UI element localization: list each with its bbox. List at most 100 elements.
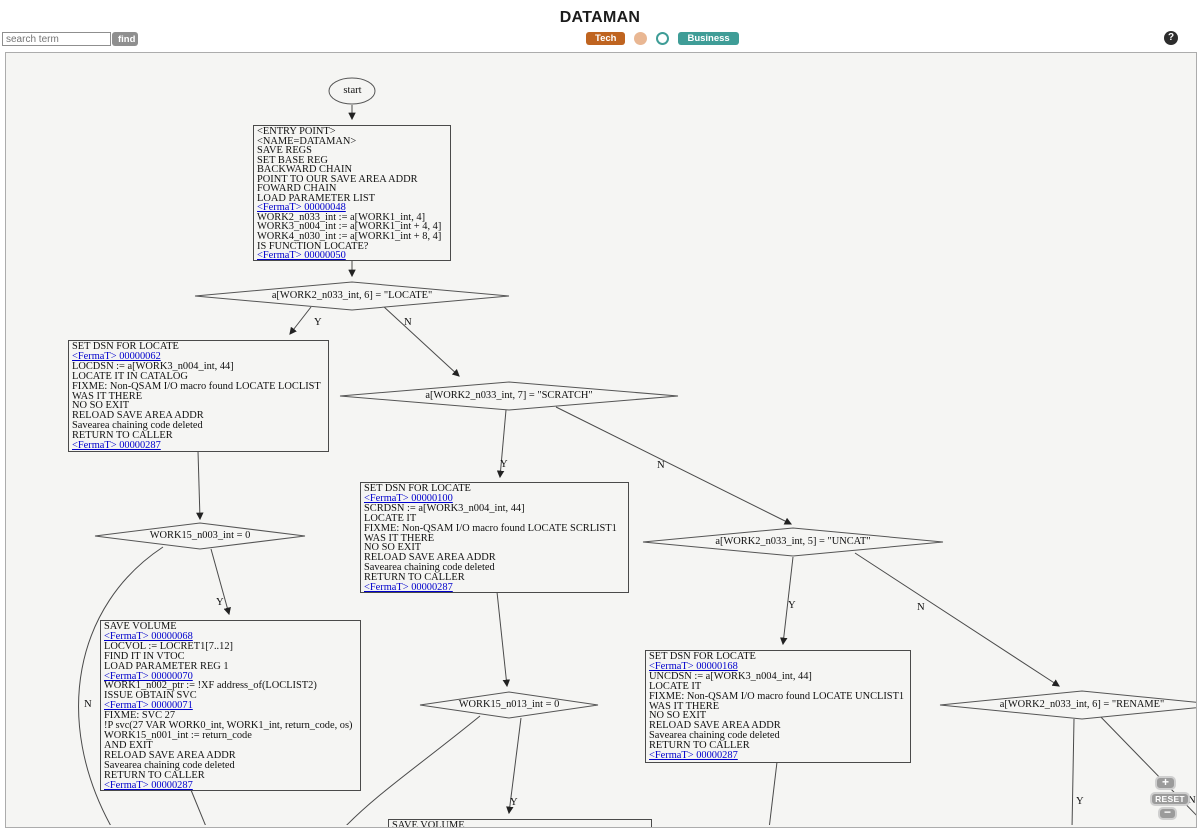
search-input[interactable] [2, 32, 111, 46]
edge-label-rename-yes: Y [1076, 796, 1084, 807]
flow-box-uncdsn: SET DSN FOR LOCATE <FermaT> 00000168 UNC… [645, 650, 911, 763]
box-line: IS FUNCTION LOCATE? [257, 240, 369, 252]
diamond-label-uncat: a[WORK2_n033_int, 5] = "UNCAT" [715, 536, 871, 547]
edge-label-n003-no: N [84, 699, 92, 710]
box-line: LOCVOL := LOCRET1[7..12] [104, 640, 233, 652]
box-line: LOAD PARAMETER LIST [257, 192, 375, 204]
edge-locate-yes [289, 306, 312, 335]
find-button[interactable]: find [112, 32, 138, 46]
box-line: LOCATE IT IN CATALOG [72, 370, 188, 382]
flowchart-stage: start a[WORK2_n033_int, 6] = "LOCATE" a[… [6, 53, 1196, 827]
box-line: !P svc(27 VAR WORK0_int, WORK1_int, retu… [104, 720, 353, 732]
edge-scratch-yes [496, 409, 507, 479]
box-line: RETURN TO CALLER [72, 430, 173, 442]
edge-scrdsn-n013 [496, 591, 511, 688]
box-line: FIXME: Non-QSAM I/O macro found LOCATE S… [364, 522, 617, 534]
edge-n013-out-curve [346, 715, 481, 825]
box-line: LOCATE IT [649, 680, 702, 692]
box-line: FIXME: Non-QSAM I/O macro found LOCATE L… [72, 380, 321, 392]
flow-box-entry: <ENTRY POINT> <NAME=DATAMAN> SAVE REGS S… [253, 125, 451, 261]
edge-n013-yes [506, 717, 522, 815]
box-line: <NAME=DATAMAN> [257, 135, 357, 147]
box-line: Savearea chaining code deleted [364, 562, 495, 574]
box-line: UNCDSN := a[WORK3_n004_int, 44] [649, 670, 812, 682]
edge-label-locate-no: N [404, 317, 412, 328]
help-icon[interactable]: ? [1164, 31, 1178, 45]
box-line: RELOAD SAVE AREA ADDR [649, 720, 781, 732]
flowchart-edges [78, 77, 1196, 825]
edge-n003-no-curve [78, 546, 164, 825]
decision-diamond-scratch [339, 381, 679, 411]
box-line: WAS IT THERE [72, 390, 143, 402]
edge-uncdsn-out [768, 761, 778, 825]
diamond-label-rename: a[WORK2_n033_int, 6] = "RENAME" [999, 699, 1165, 710]
fermat-link[interactable]: <FermaT> 00000287 [364, 582, 453, 593]
decision-diamond-locate [194, 281, 510, 311]
business-radio[interactable] [656, 31, 670, 45]
fermat-link[interactable]: <FermaT> 00000062 [72, 350, 161, 362]
box-line: SET DSN FOR LOCATE [72, 341, 179, 352]
fermat-link[interactable]: <FermaT> 00000100 [364, 492, 453, 504]
box-line: NO SO EXIT [649, 710, 707, 722]
box-line: RELOAD SAVE AREA ADDR [72, 410, 204, 422]
box-line: FIXME: Non-QSAM I/O macro found LOCATE U… [649, 690, 905, 702]
fermat-link[interactable]: <FermaT> 00000050 [257, 250, 346, 261]
box-line: WORK1_n002_ptr := !XF address_of(LOCLIST… [104, 680, 317, 692]
fermat-link[interactable]: <FermaT> 00000048 [257, 202, 346, 214]
edge-label-uncat-yes: Y [788, 600, 796, 611]
zoom-reset-button[interactable]: RESET [1150, 792, 1190, 806]
box-line: SET DSN FOR LOCATE [364, 483, 471, 494]
box-line: FOWARD CHAIN [257, 183, 337, 195]
flow-box-locdsn: SET DSN FOR LOCATE <FermaT> 00000062 LOC… [68, 340, 329, 452]
start-node-label: start [343, 85, 362, 96]
edge-uncat-no [854, 552, 1060, 687]
box-line: AND EXIT [104, 739, 153, 751]
box-line: LOCDSN := a[WORK3_n004_int, 44] [72, 360, 234, 372]
edge-locate-no [382, 305, 460, 377]
edge-label-locate-yes: Y [314, 317, 322, 328]
tech-button[interactable]: Tech [586, 31, 626, 45]
edge-label-n003-yes: Y [216, 597, 224, 608]
box-line: LOAD PARAMETER REG 1 [104, 660, 229, 672]
fermat-link[interactable]: <FermaT> 00000287 [72, 440, 161, 452]
box-line: WORK2_n033_int := a[WORK1_int, 4] [257, 211, 426, 223]
zoom-out-button[interactable]: − [1158, 806, 1177, 820]
flow-box-partial: SAVE VOLUME [388, 819, 652, 827]
decision-diamond-n003 [94, 522, 306, 550]
tech-radio-selected[interactable] [634, 31, 648, 45]
business-button[interactable]: Business [678, 31, 739, 45]
fermat-link[interactable]: <FermaT> 00000071 [104, 700, 193, 712]
fermat-link[interactable]: <FermaT> 00000287 [649, 750, 738, 762]
box-line: NO SO EXIT [364, 542, 422, 554]
diamond-label-locate: a[WORK2_n033_int, 6] = "LOCATE" [271, 290, 433, 301]
box-line: WAS IT THERE [649, 700, 720, 712]
box-line: SAVE REGS [257, 145, 312, 157]
decision-diamond-n013 [419, 691, 599, 719]
decision-diamond-uncat [642, 527, 944, 557]
box-line: SAVE VOLUME [104, 621, 177, 632]
edge-n003-yes [210, 548, 231, 616]
fermat-link[interactable]: <FermaT> 00000168 [649, 660, 738, 672]
zoom-in-button[interactable]: + [1155, 776, 1176, 790]
box-line: WAS IT THERE [364, 532, 435, 544]
edge-label-n013-yes: Y [510, 797, 518, 808]
flowchart-canvas[interactable]: start a[WORK2_n033_int, 6] = "LOCATE" a[… [5, 52, 1197, 828]
box-line: <ENTRY POINT> [257, 126, 336, 137]
decision-diamond-rename [939, 690, 1196, 720]
fermat-link[interactable]: <FermaT> 00000070 [104, 670, 193, 682]
box-line: SET BASE REG [257, 154, 328, 166]
edge-scratch-no [555, 406, 793, 525]
box-line: Savearea chaining code deleted [72, 420, 203, 432]
fermat-link[interactable]: <FermaT> 00000068 [104, 630, 193, 642]
start-node-shape [328, 77, 376, 105]
tech-business-toggle: Tech Business [586, 31, 739, 45]
box-line: WORK3_n004_int := a[WORK1_int + 4, 4] [257, 221, 442, 233]
fermat-link[interactable]: <FermaT> 00000287 [104, 779, 193, 791]
box-line: RETURN TO CALLER [364, 572, 465, 584]
edge-label-rename-no: N [1188, 795, 1196, 806]
edge-locdsn-n003 [196, 450, 204, 521]
box-line: Savearea chaining code deleted [104, 759, 235, 771]
box-line: Savearea chaining code deleted [649, 730, 780, 742]
flow-box-savevol: SAVE VOLUME <FermaT> 00000068 LOCVOL := … [100, 620, 361, 791]
edge-uncat-yes [780, 556, 794, 646]
